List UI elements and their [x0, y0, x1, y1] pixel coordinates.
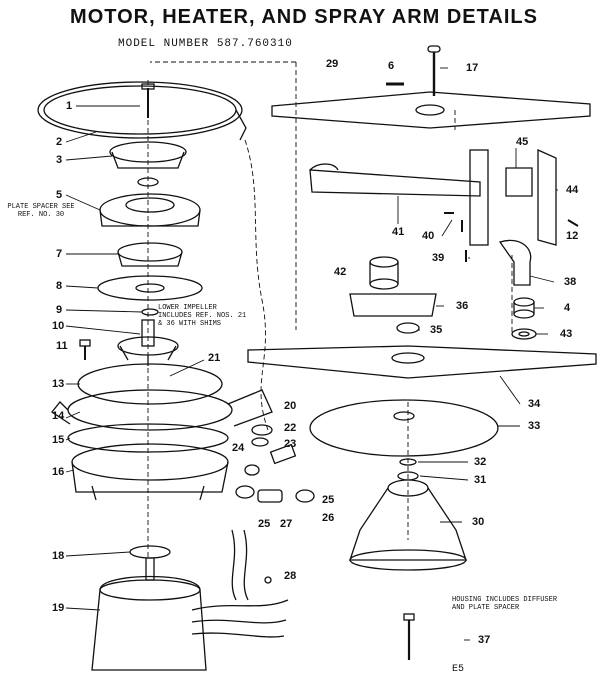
clip-45 [505, 167, 533, 197]
model-number: MODEL NUMBER 587.760310 [118, 38, 293, 50]
callout-14: 14 [52, 410, 65, 422]
callout-43: 43 [560, 328, 573, 340]
callout-33: 33 [528, 420, 541, 432]
upper-spray-arm-29 [271, 91, 591, 129]
callout-21: 21 [208, 352, 221, 364]
heater-element [37, 81, 247, 141]
baffle-36 [349, 293, 437, 317]
callout-26: 26 [322, 512, 335, 524]
pump-housing-13-14 [51, 363, 273, 431]
nut-35 [396, 322, 420, 334]
bracket-44 [537, 148, 557, 246]
wires-28 [231, 529, 272, 601]
screw-part-1 [141, 83, 155, 118]
seal-15 [67, 423, 229, 453]
callout-41: 41 [392, 226, 405, 238]
callout-23: 23 [284, 438, 297, 450]
callout-42: 42 [334, 266, 347, 278]
callout-40: 40 [422, 230, 435, 242]
callout-2: 2 [56, 136, 63, 148]
gasket-8 [97, 275, 203, 301]
callout-5: 5 [56, 189, 63, 201]
callout-15: 15 [52, 434, 65, 446]
callout-20: 20 [284, 400, 297, 412]
disc-33 [309, 399, 499, 457]
callout-29: 29 [326, 58, 339, 70]
bearing-42 [369, 256, 399, 290]
housing-30 [349, 479, 467, 571]
leader-lines [65, 67, 558, 641]
feed-tube-41 [309, 149, 489, 246]
callout-38: 38 [564, 276, 577, 288]
housing-note: HOUSING INCLUDES DIFFUSER AND PLATE SPAC… [452, 596, 558, 612]
callout-32: 32 [474, 456, 487, 468]
callout-34: 34 [528, 398, 541, 410]
callout-1: 1 [66, 100, 73, 112]
callout-12: 12 [566, 230, 579, 242]
bolt-11 [79, 339, 91, 360]
motor-mount-16 [71, 443, 229, 501]
coupling-4 [513, 297, 535, 319]
callout-22: 22 [284, 422, 297, 434]
callout-7: 7 [56, 248, 63, 260]
filter-gear-3 [109, 141, 187, 187]
small-parts-20-27 [235, 424, 315, 503]
elbow-38 [498, 239, 532, 286]
lower-spray-arm-34 [247, 345, 597, 379]
callout-16: 16 [52, 466, 65, 478]
callout-44: 44 [566, 184, 579, 196]
callout-13: 13 [52, 378, 65, 390]
washer-43 [511, 328, 537, 340]
plate-spacer-note: PLATE SPACER SEE REF. NO. 30 [7, 203, 75, 219]
callout-24: 24 [232, 442, 245, 454]
callout-3: 3 [56, 154, 63, 166]
callout-25-right: 25 [322, 494, 335, 506]
screws-40-12-39 [444, 212, 579, 262]
callout-30: 30 [472, 516, 485, 528]
cup-7 [117, 242, 183, 267]
callout-8: 8 [56, 280, 63, 292]
callout-27: 27 [280, 518, 293, 530]
lower-impeller-note: LOWER IMPELLER INCLUDES REF. NOS. 21 & 3… [158, 304, 247, 328]
callout-11: 11 [56, 340, 68, 352]
bolt-17 [427, 45, 441, 96]
callout-31: 31 [474, 474, 487, 486]
washer-9 [141, 308, 159, 316]
callout-37: 37 [478, 634, 491, 646]
callout-17: 17 [466, 62, 479, 74]
callout-35: 35 [430, 324, 443, 336]
plate-spacer-5 [99, 193, 201, 227]
impeller-10 [117, 319, 179, 366]
callout-18: 18 [52, 550, 65, 562]
bolt-37 [403, 613, 415, 660]
callout-28: 28 [284, 570, 297, 582]
callout-6: 6 [388, 60, 395, 72]
callout-10: 10 [52, 320, 65, 332]
diagram-title: MOTOR, HEATER, AND SPRAY ARM DETAILS [70, 6, 538, 28]
callout-9: 9 [56, 304, 63, 316]
corner-mark: E5 [452, 664, 465, 675]
callout-45: 45 [516, 136, 529, 148]
motor-19 [91, 545, 289, 671]
callout-25-left: 25 [258, 518, 271, 530]
callout-19: 19 [52, 602, 65, 614]
callout-4: 4 [564, 302, 571, 314]
callout-36: 36 [456, 300, 469, 312]
callout-39: 39 [432, 252, 445, 264]
